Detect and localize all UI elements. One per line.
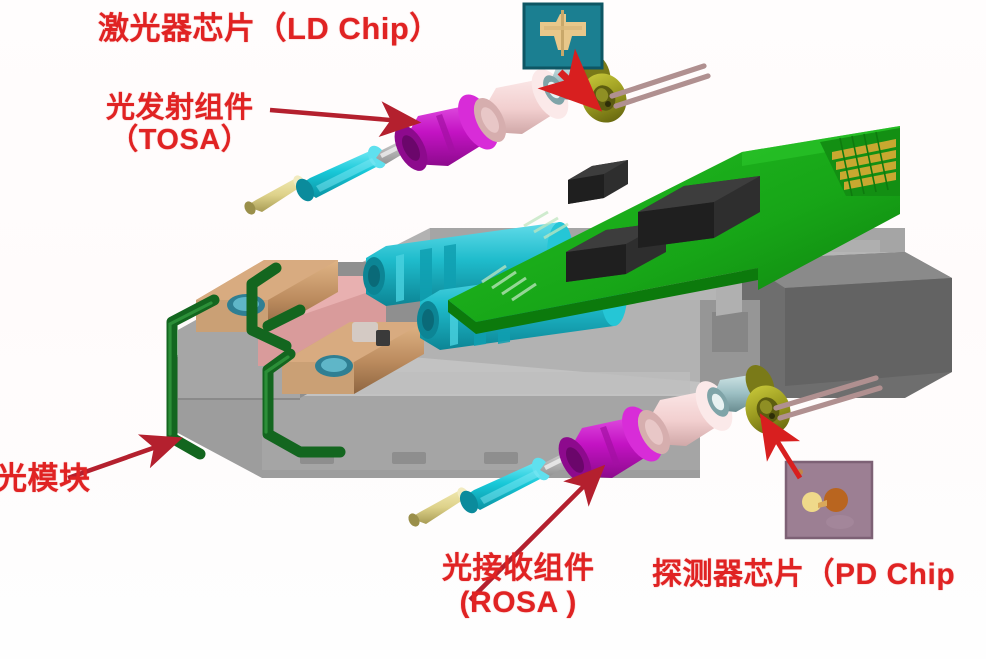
pd-chip-arrow [759,413,803,480]
tosa-arrow [269,101,422,138]
gold-finger-connector [820,128,900,197]
label-tosa-line2: （TOSA） [109,124,251,157]
label-ld-chip: 激光器芯片（LD Chip） [98,11,441,47]
module-arrow [67,434,183,481]
fiber-ferrule [244,175,305,215]
label-pd-chip-line1: 探测器芯片（PD Chip [652,558,956,591]
label-tosa: 光发射组件 （TOSA） [106,92,254,157]
latch-bail-highlight [168,301,290,436]
ld-chip-arrow [537,48,603,112]
fiber-boot [295,145,387,202]
circuit-board [448,126,900,334]
label-pd-chip: 探测器芯片（PD Chip [652,558,955,592]
header-leads [609,63,711,109]
fiber-ferrule [408,487,469,527]
label-rosa-line2: (ROSA ) [459,585,577,619]
ld-chip-die [522,2,604,70]
label-rosa-line1: 光接收组件 [442,552,595,585]
ic-package [638,176,760,248]
label-optical-module: 光模块 [0,461,91,497]
rosa-arrow [468,464,606,602]
label-ld-chip-line1: 激光器芯片（LD Chip） [98,11,441,46]
ic-package [568,160,628,204]
pcb-traces [481,210,569,302]
label-tosa-line1: 光发射组件 [106,92,254,124]
label-rosa: 光接收组件 (ROSA ) [442,552,595,619]
tosa-chain [244,52,711,215]
header-leads [773,375,883,421]
callout-arrows [67,48,803,602]
label-optical-module-line1: 光模块 [0,461,91,496]
